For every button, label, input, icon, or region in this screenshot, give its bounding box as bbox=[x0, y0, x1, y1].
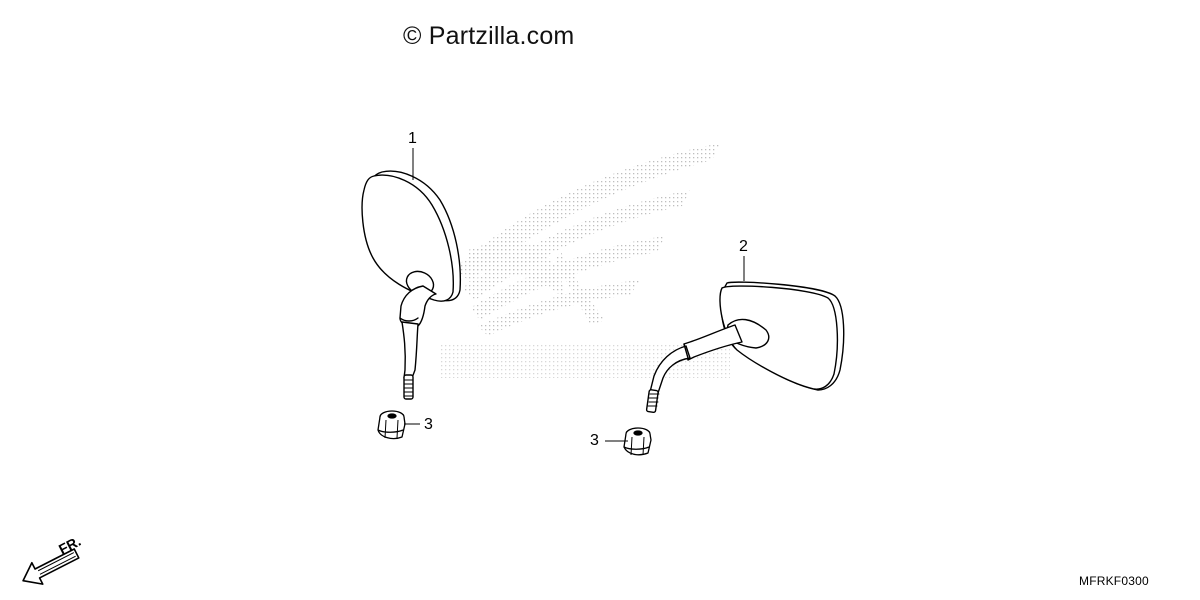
callout-part-1: 1 bbox=[408, 130, 417, 147]
drawing-code: MFRKF0300 bbox=[1079, 574, 1149, 588]
left-mirror-face bbox=[361, 174, 455, 302]
right-mirror-stem bbox=[683, 324, 743, 361]
left-mirror-arm bbox=[401, 321, 419, 379]
front-arrow-icon bbox=[22, 548, 80, 585]
left-mirror-thread bbox=[403, 374, 414, 400]
callout-part-3-left: 3 bbox=[424, 416, 433, 433]
left-mirror bbox=[361, 170, 462, 400]
right-nut bbox=[623, 427, 652, 456]
leader-lines bbox=[404, 148, 745, 442]
right-mirror-face bbox=[719, 285, 839, 390]
honda-wing-logo bbox=[455, 143, 720, 336]
left-nut bbox=[377, 410, 406, 440]
watermark-text: © Partzilla.com bbox=[403, 22, 575, 50]
right-mirror bbox=[645, 281, 845, 414]
callout-part-3-right: 3 bbox=[590, 432, 599, 449]
callout-part-2: 2 bbox=[739, 238, 748, 255]
right-mirror-thread bbox=[645, 389, 659, 414]
